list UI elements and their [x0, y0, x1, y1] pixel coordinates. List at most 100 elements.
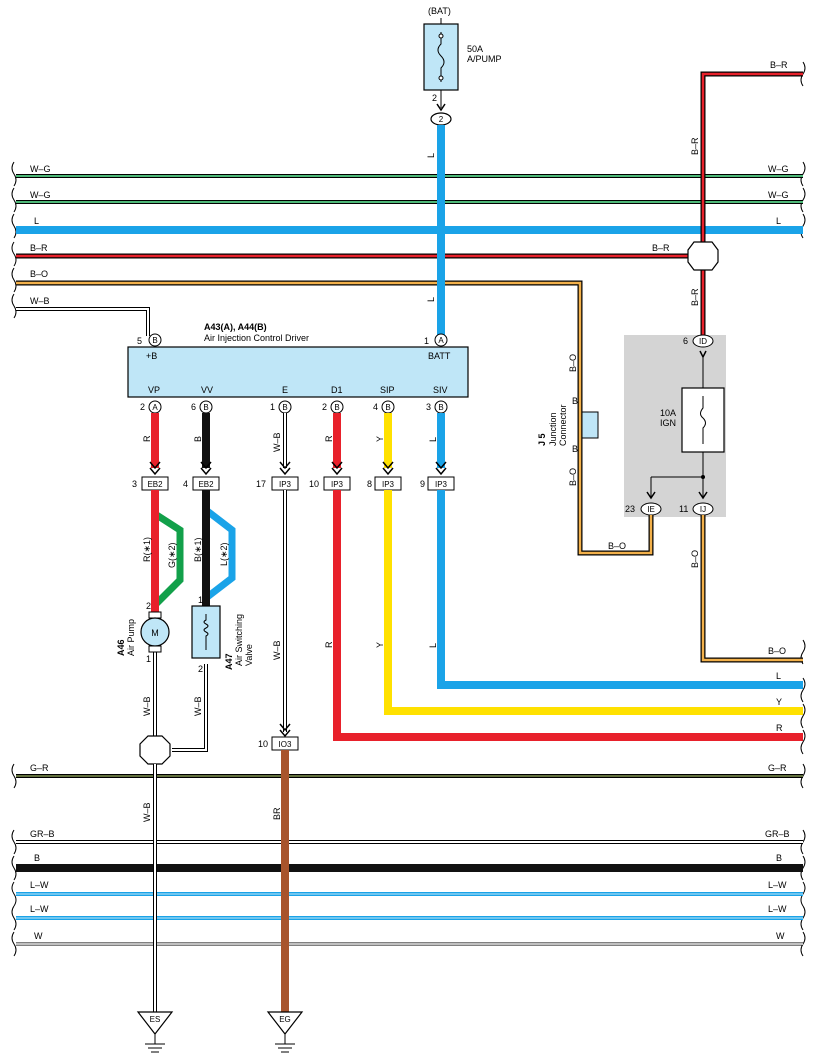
wire-label-end-y: Y [776, 697, 782, 707]
air-pump-pin-bottom: 1 [146, 654, 151, 664]
ground-eg-label: EG [279, 1015, 291, 1024]
inline-conn-name-1: EB2 [198, 480, 214, 489]
bus-label-w-right: W [776, 931, 785, 941]
inline-conn-name-3: IP3 [331, 480, 344, 489]
bus-label-br-top: B–R [770, 60, 788, 70]
wire-label-bo-v2: B–O [568, 468, 578, 486]
wire-label-r1: R [142, 435, 152, 442]
driver-pin-num-d1: 2 [322, 402, 327, 412]
wire-label-b1: B [193, 436, 203, 442]
driver-pin-label-siv: SIV [433, 385, 448, 395]
inline-conn-name-4: IP3 [382, 480, 395, 489]
valve-pin-bottom: 2 [198, 664, 203, 674]
driver-pin-num-sip: 4 [373, 402, 378, 412]
wire-label-r-x1: R(∗1) [142, 537, 152, 562]
wire-label-wb4: W–B [193, 696, 203, 716]
fuse-source: (BAT) [428, 6, 451, 16]
bus-label-l-left: L [34, 216, 39, 226]
wire-label-wb1: W–B [272, 432, 282, 452]
bus-label-wg2-left: W–G [30, 190, 51, 200]
wire-label-y1: Y [375, 436, 385, 442]
driver-top-pin-num-0: 5 [137, 336, 142, 346]
fuse-pin: 2 [432, 93, 437, 103]
j5-name1: Junction [548, 412, 558, 446]
valve-ref: A47 [224, 653, 234, 670]
inline-conn-num-5: 9 [420, 479, 425, 489]
bus-label-gr-left: G–R [30, 763, 49, 773]
driver-pin-conn-sip: B [385, 403, 390, 412]
air-pump-ref: A46 [116, 639, 126, 656]
splice-ground [139, 735, 171, 765]
ground-eg: EG [266, 1011, 304, 1053]
jb-right-num: 11 [679, 504, 688, 514]
bus-label-l-right: L [776, 216, 781, 226]
wire-label-y2: Y [375, 642, 385, 648]
valve-name1: Air Switching [234, 614, 244, 666]
bus-label-wg2-right: W–G [768, 190, 789, 200]
wire-label-br-v1: B–R [690, 137, 700, 155]
wire-label-l-top1: L [426, 153, 436, 158]
valve-pin-top: 1 [198, 595, 203, 605]
bus-label-br-left: B–R [30, 243, 48, 253]
fuse-name: A/PUMP [467, 54, 502, 64]
inline-conn-num-1: 4 [183, 479, 188, 489]
io3-num: 10 [258, 739, 268, 749]
j5-name2: Connector [558, 404, 568, 446]
ground-es-icon [136, 1011, 174, 1035]
ground-es: ES [136, 1011, 174, 1053]
ground-es-label: ES [150, 1015, 161, 1024]
air-injection-driver: A43(A), A44(B) Air Injection Control Dri… [127, 322, 469, 414]
bus-label-bo: B–O [30, 269, 48, 279]
wire-label-wb3: W–B [142, 696, 152, 716]
ground-eg-icon [266, 1011, 304, 1035]
bus-label-wg-right: W–G [768, 164, 789, 174]
wire-label-bo-h: B–O [608, 541, 626, 551]
right-side-circuit: B–R B–R B–R ID 6 10A IGN IE 23 IJ 11 B–O [537, 60, 803, 663]
jb-top-num: 6 [683, 336, 688, 346]
driver-pin-label-d1: D1 [331, 385, 343, 395]
driver-pin-label-vp: VP [148, 385, 160, 395]
driver-pin-conn-vv: B [203, 403, 208, 412]
inline-conn-num-4: 8 [367, 479, 372, 489]
bus-label-b-right: B [776, 853, 782, 863]
jb-top-conn: ID [699, 337, 707, 346]
driver-box [127, 346, 469, 398]
wire-l-main: L L [426, 125, 445, 336]
wire-label-l1: L [428, 437, 438, 442]
wire-label-r2: R [324, 435, 334, 442]
wire-label-l-x2: L(∗2) [219, 542, 229, 566]
j5-pin-top: B [572, 396, 578, 406]
wire-label-wb2: W–B [272, 640, 282, 660]
inline-conn-name-2: IP3 [279, 480, 292, 489]
driver-pin-label-vv: VV [201, 385, 213, 395]
jb-left-conn: IE [647, 505, 655, 514]
driver-pin-conn-vp: A [152, 403, 158, 412]
driver-pin-label-sip: SIP [380, 385, 395, 395]
driver-ref: A43(A), A44(B) [204, 322, 267, 332]
wire-label-end-r: R [776, 723, 783, 733]
wire-label-end-bo: B–O [768, 646, 786, 656]
wire-label-bo-v3: B–O [690, 550, 700, 568]
bus-label-gr-right: G–R [768, 763, 787, 773]
jb-left-num: 23 [625, 504, 635, 514]
wire-label-end-l: L [776, 671, 781, 681]
driver-pin-num-vv: 6 [191, 402, 196, 412]
jb-right-conn: IJ [700, 505, 706, 514]
inline-conn-name-0: EB2 [147, 480, 163, 489]
air-pump-name: Air Pump [126, 619, 136, 656]
driver-pin-num-siv: 3 [426, 402, 431, 412]
driver-pin-label-e: E [282, 385, 288, 395]
air-pump-pin-top: 2 [146, 601, 151, 611]
air-switching-valve: 1 2 A47 Air Switching Valve [191, 595, 254, 674]
driver-top-pin-conn-0: B [152, 336, 157, 345]
splice-point [687, 241, 719, 271]
lower-wires: R(∗1) G(∗2) B(∗1) L(∗2) W–B R R Y Y L L … [139, 490, 803, 1012]
fuse-rating: 50A [467, 44, 483, 54]
driver-top-pin-conn-1: A [438, 336, 444, 345]
driver-top-pin-label-1: BATT [428, 351, 451, 361]
wire-label-bo-v1: B–O [568, 354, 578, 372]
air-pump-symbol: M [151, 628, 159, 638]
inline-conn-num-0: 3 [132, 479, 137, 489]
jb-fuse-rating: 10A [660, 408, 676, 418]
